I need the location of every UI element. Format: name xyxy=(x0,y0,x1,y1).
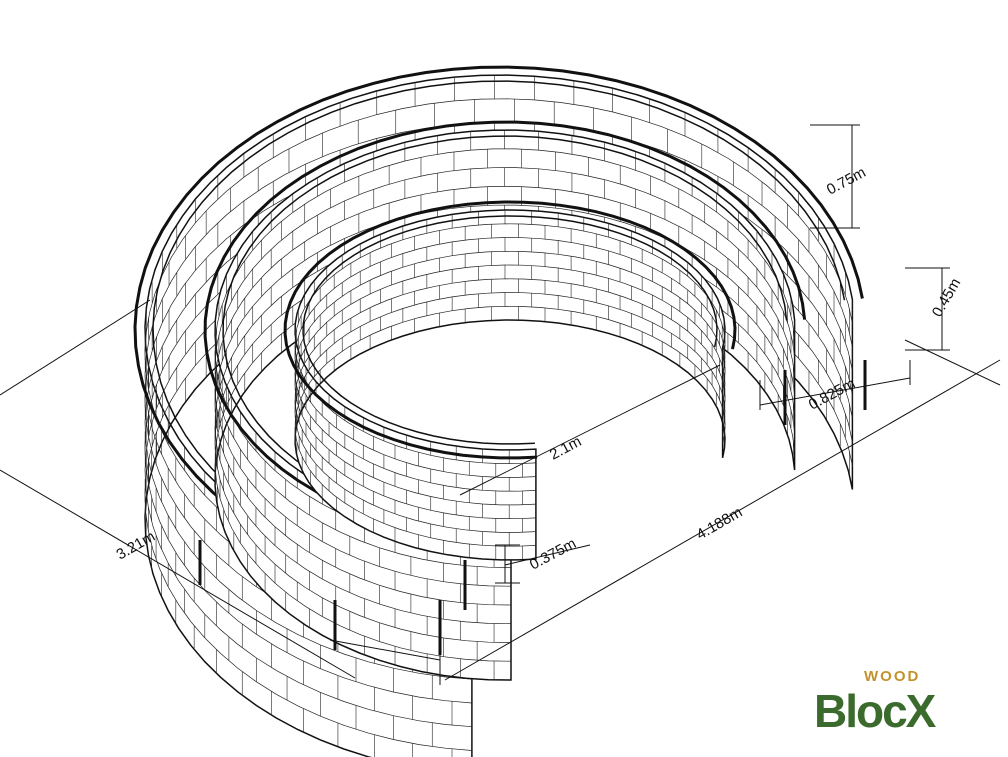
inner-wall-course xyxy=(294,264,726,506)
inner-wall-cap-inner xyxy=(302,215,718,445)
planter-walls xyxy=(133,65,867,757)
label-mid-height: 0.45m xyxy=(929,275,965,320)
inner-wall-course xyxy=(294,292,726,533)
logo-blocx-text: BlocX xyxy=(814,685,936,737)
woodblocx-logo: WOOD BlocX xyxy=(812,668,982,738)
logo-wood-text: WOOD xyxy=(864,668,921,685)
inner-wall-course xyxy=(294,237,726,478)
middle-wall-cap xyxy=(203,120,807,540)
dimension-lines xyxy=(0,124,1001,685)
inner-wall-course xyxy=(294,305,726,547)
label-overall-width: 4.188m xyxy=(694,504,746,544)
inner-wall-face xyxy=(294,209,726,561)
inner-wall-cap xyxy=(283,200,737,460)
label-top-height: 0.75m xyxy=(824,164,869,199)
inner-wall-course xyxy=(294,250,726,492)
inner-wall-course xyxy=(294,223,726,465)
inner-wall-course xyxy=(294,278,726,520)
label-inner-span: 2.1m xyxy=(547,433,584,464)
